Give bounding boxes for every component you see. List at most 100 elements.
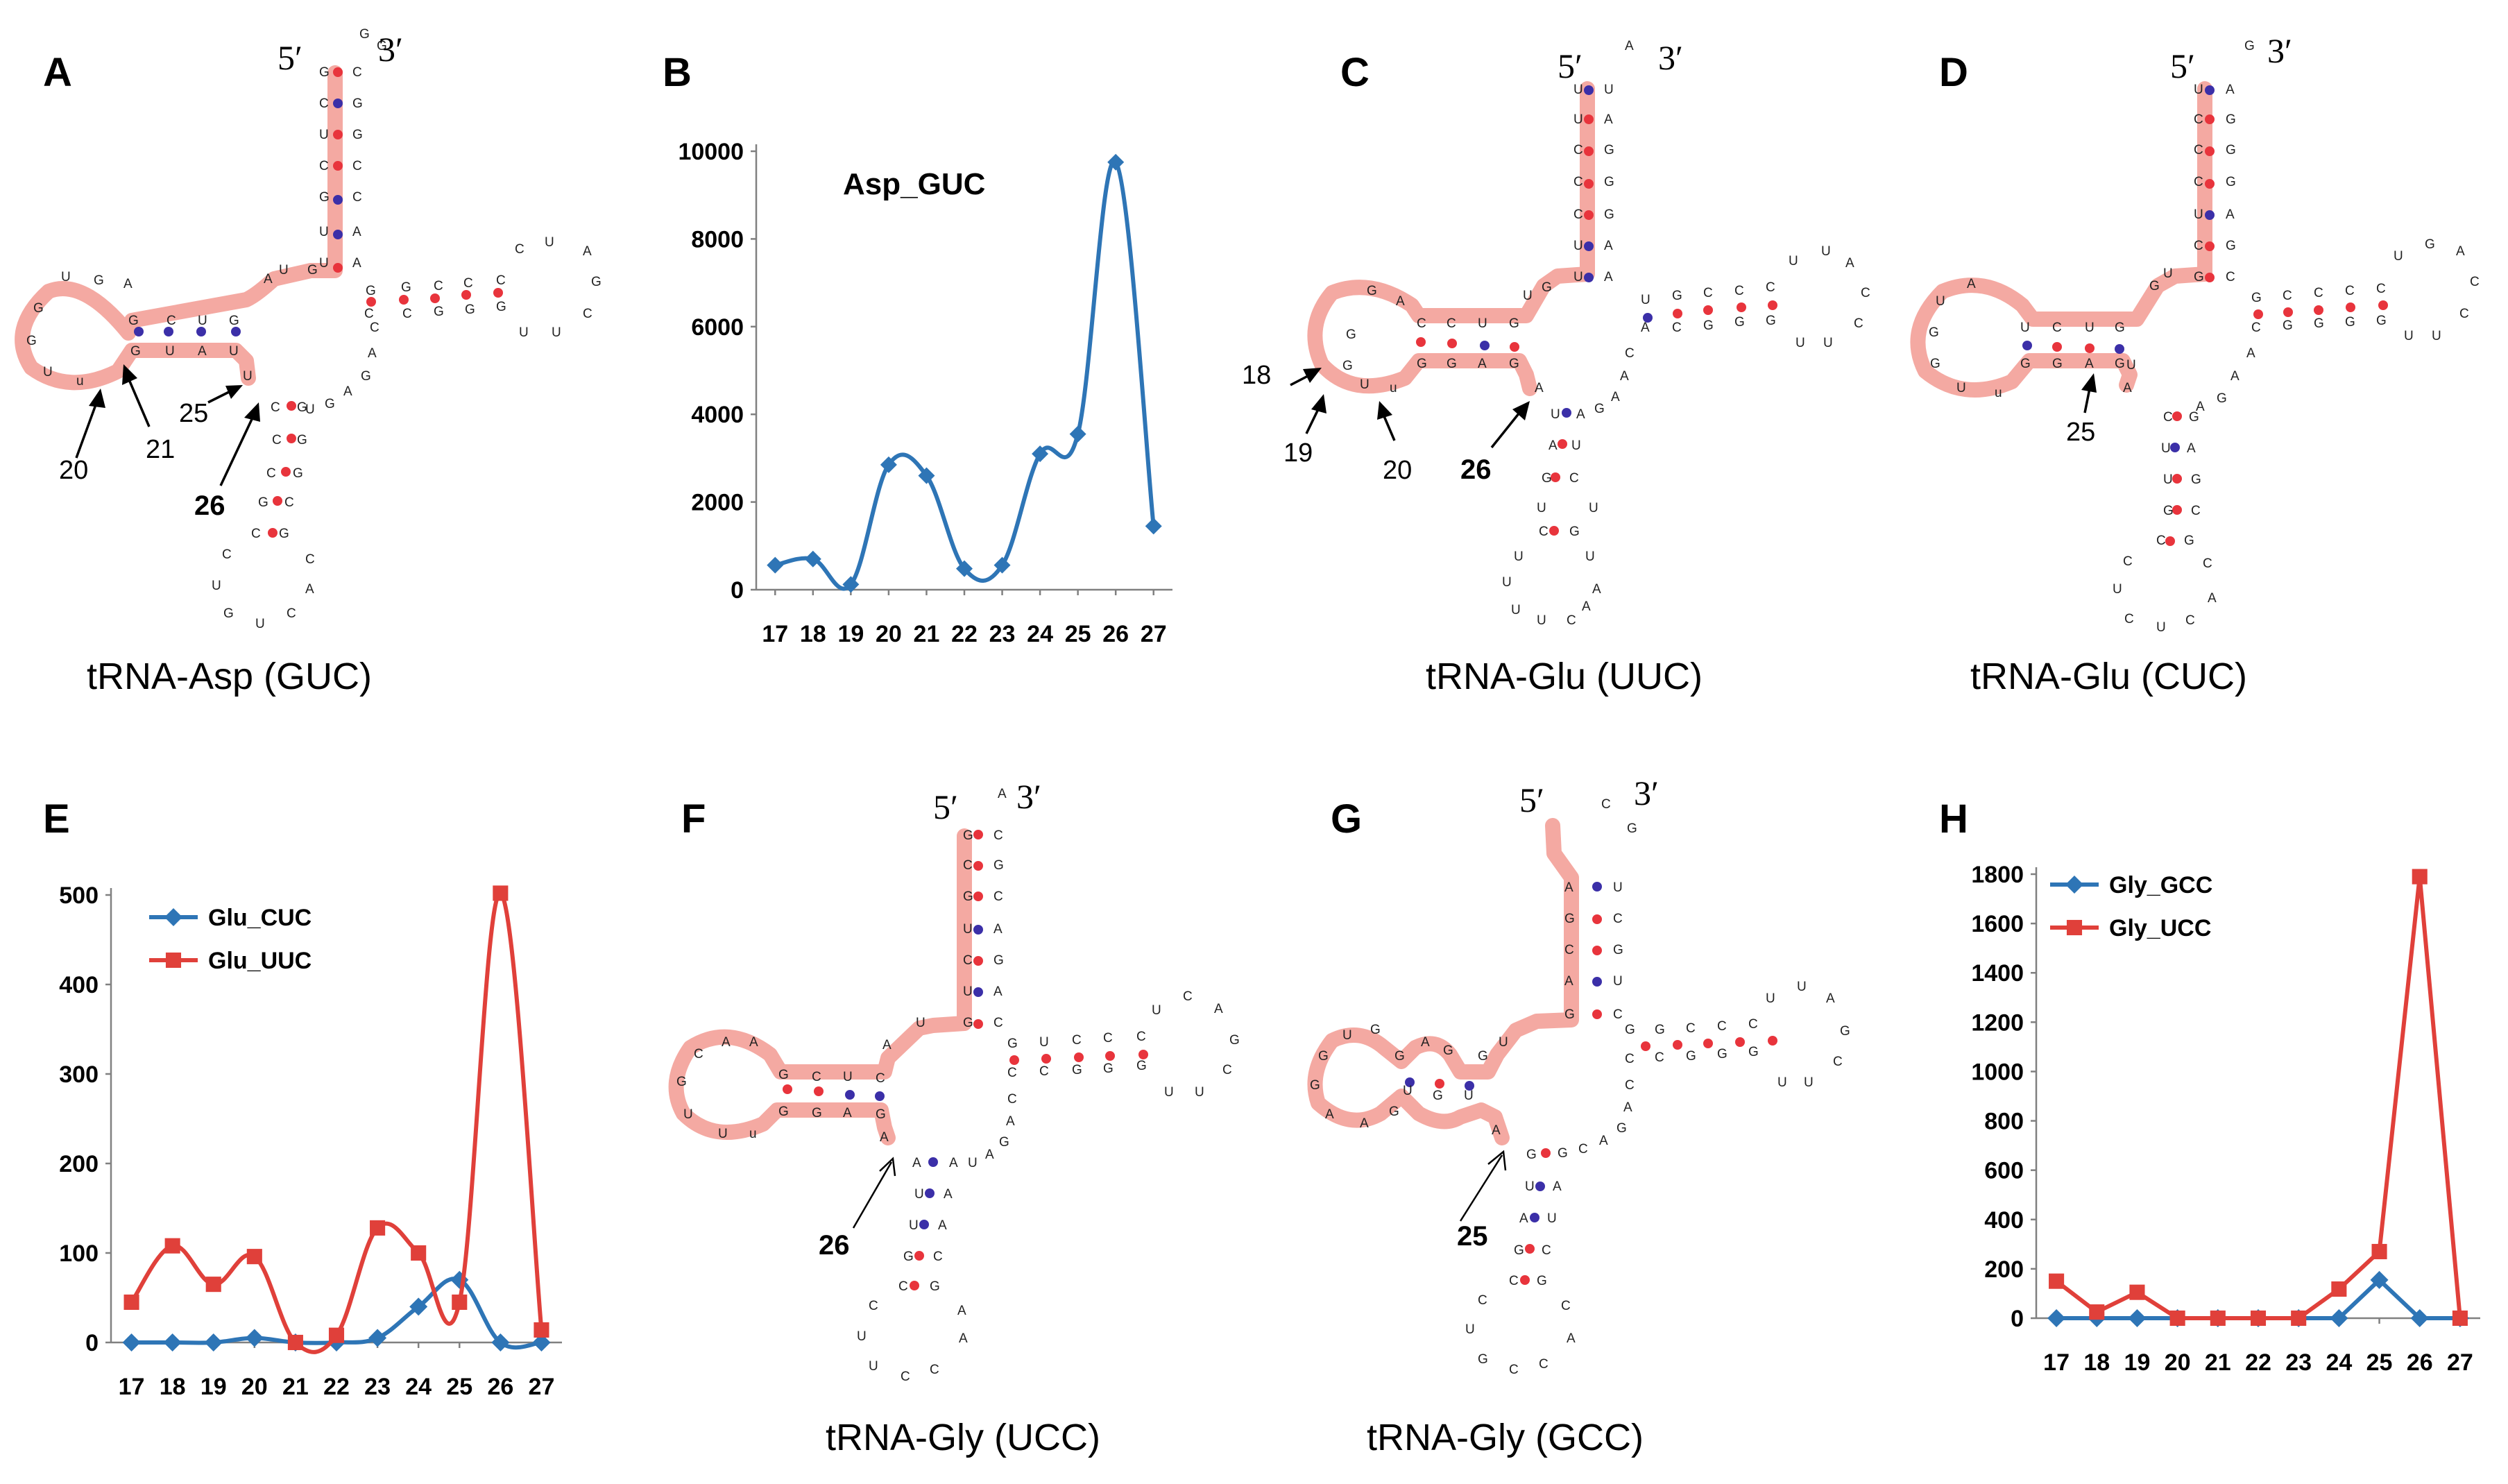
svg-text:U: U xyxy=(1523,289,1533,303)
svg-text:G: G xyxy=(465,302,475,317)
svg-text:C: C xyxy=(898,1279,908,1294)
svg-text:C: C xyxy=(1573,175,1583,189)
svg-text:A: A xyxy=(2085,357,2094,371)
x-tick-label: 22 xyxy=(2245,1349,2271,1376)
svg-text:G: G xyxy=(1537,1274,1547,1288)
position-arrows xyxy=(852,1157,896,1229)
svg-text:U: U xyxy=(1537,613,1546,628)
svg-text:A: A xyxy=(993,984,1003,999)
svg-text:G: G xyxy=(307,263,318,278)
svg-text:C: C xyxy=(1103,1031,1113,1046)
svg-text:G: G xyxy=(2020,357,2031,371)
svg-text:C: C xyxy=(1861,286,1870,300)
data-point xyxy=(491,1333,510,1351)
x-tick-label: 24 xyxy=(1027,621,1053,647)
base-pair-dots xyxy=(2022,85,2388,546)
label-21: 21 xyxy=(146,435,175,464)
svg-text:A: A xyxy=(1576,407,1585,422)
svg-text:U: U xyxy=(1547,1211,1557,1226)
svg-text:U: U xyxy=(519,325,529,340)
position-arrows xyxy=(2081,373,2097,413)
x-tick-label: 24 xyxy=(405,1374,432,1400)
svg-text:U: U xyxy=(1789,254,1798,268)
svg-text:G: G xyxy=(1604,207,1614,222)
x-tick-label: 21 xyxy=(914,621,940,647)
svg-text:C: C xyxy=(1578,1142,1588,1157)
svg-text:C: C xyxy=(1007,1066,1017,1080)
x-tick-label: 23 xyxy=(364,1374,391,1400)
caption-a: tRNA-Asp (GUC) xyxy=(87,656,372,697)
svg-text:A: A xyxy=(264,272,273,287)
svg-text:C: C xyxy=(1854,316,1863,331)
svg-text:A: A xyxy=(749,1035,758,1050)
svg-text:C: C xyxy=(993,889,1003,904)
y-tick-label: 0 xyxy=(2011,1306,2024,1332)
svg-text:G: G xyxy=(1748,1045,1759,1059)
svg-text:G: G xyxy=(993,858,1004,873)
data-point xyxy=(452,1294,468,1310)
svg-text:C: C xyxy=(2194,112,2203,127)
svg-text:U: U xyxy=(61,270,71,284)
data-point xyxy=(493,885,509,901)
svg-text:C: C xyxy=(2185,613,2195,628)
svg-text:A: A xyxy=(1625,39,1634,53)
svg-text:G: G xyxy=(1655,1023,1665,1037)
svg-text:G: G xyxy=(1342,359,1353,373)
svg-text:C: C xyxy=(876,1071,885,1086)
svg-text:C: C xyxy=(463,276,473,291)
x-tick-label: 25 xyxy=(2366,1349,2393,1376)
svg-text:U: U xyxy=(305,402,315,417)
svg-text:G: G xyxy=(1840,1024,1850,1039)
data-point xyxy=(2128,1309,2147,1327)
panel-letter-h: H xyxy=(1939,796,1968,842)
y-tick-label: 1600 xyxy=(1971,911,2024,937)
svg-text:G: G xyxy=(1604,175,1614,189)
svg-text:A: A xyxy=(1006,1114,1015,1129)
y-tick-label: 4000 xyxy=(691,402,744,428)
svg-text:U: U xyxy=(1152,1003,1161,1018)
svg-text:U: U xyxy=(1499,1035,1508,1050)
svg-text:A: A xyxy=(1604,112,1613,127)
svg-text:C: C xyxy=(2156,534,2166,548)
svg-text:G: G xyxy=(2052,357,2063,371)
svg-text:A: A xyxy=(998,787,1007,801)
svg-text:C: C xyxy=(1509,1274,1519,1288)
svg-text:C: C xyxy=(287,606,296,621)
svg-text:U: U xyxy=(1525,1179,1535,1194)
y-tick-label: 300 xyxy=(59,1061,99,1088)
svg-text:U: U xyxy=(1195,1085,1204,1100)
svg-text:G: G xyxy=(258,495,268,510)
svg-text:C: C xyxy=(370,321,379,335)
svg-text:U: U xyxy=(843,1070,853,1084)
svg-text:G: G xyxy=(1370,1023,1381,1037)
svg-text:G: G xyxy=(1766,314,1776,328)
svg-text:G: G xyxy=(2184,534,2194,548)
y-tick-label: 2000 xyxy=(691,490,744,516)
svg-text:C: C xyxy=(1625,1078,1635,1093)
svg-text:U: U xyxy=(43,365,53,379)
svg-text:G: G xyxy=(366,284,376,298)
svg-text:G: G xyxy=(1389,1105,1399,1119)
svg-text:U: U xyxy=(2194,83,2203,97)
svg-text:G: G xyxy=(1103,1061,1114,1076)
svg-text:U: U xyxy=(1777,1075,1787,1090)
svg-text:U: U xyxy=(1613,974,1623,989)
data-point xyxy=(2291,1310,2307,1327)
x-tick-label: 27 xyxy=(529,1374,555,1400)
panel-letter-c: C xyxy=(1340,50,1370,95)
label-26: 26 xyxy=(1460,454,1492,485)
data-point xyxy=(2169,1310,2185,1327)
label-19: 19 xyxy=(1283,438,1313,468)
svg-text:U: U xyxy=(909,1218,919,1233)
svg-text:G: G xyxy=(1509,316,1519,331)
x-tick-label: 21 xyxy=(282,1374,309,1400)
y-tick-label: 200 xyxy=(1984,1256,2024,1283)
data-point xyxy=(204,1333,223,1351)
svg-text:A: A xyxy=(2246,346,2255,361)
label-25: 25 xyxy=(1457,1221,1488,1252)
svg-text:G: G xyxy=(434,305,444,319)
y-tick-label: 8000 xyxy=(691,226,744,253)
svg-text:A: A xyxy=(1604,239,1613,253)
svg-text:C: C xyxy=(1447,316,1456,331)
svg-text:A: A xyxy=(944,1187,953,1202)
